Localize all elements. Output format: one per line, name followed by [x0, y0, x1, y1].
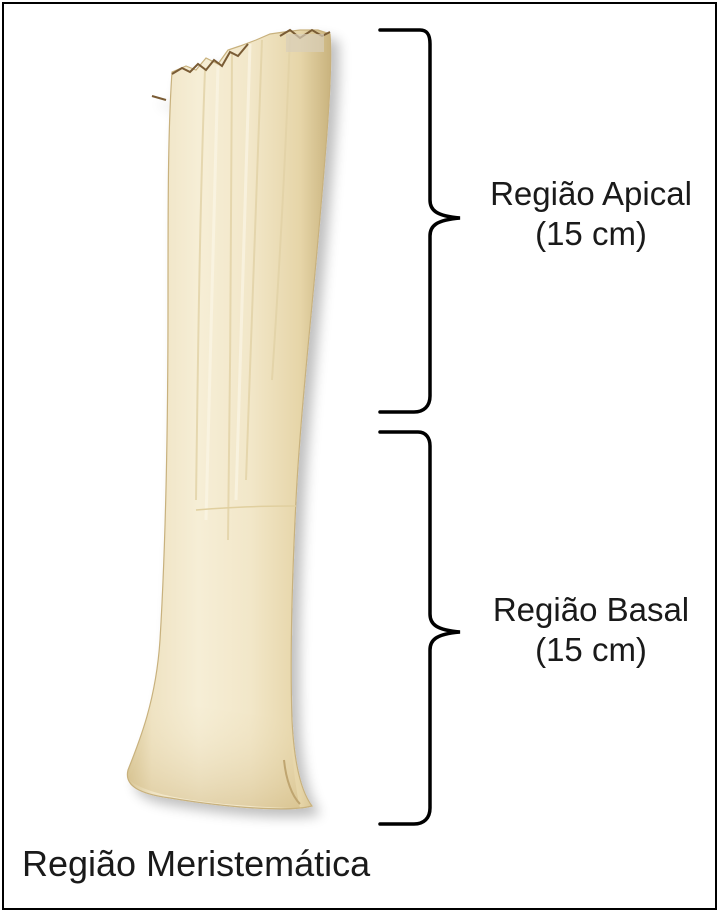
- label-apical-region: Região Apical (15 cm): [466, 174, 716, 255]
- basal-region-name: Região Basal: [466, 590, 716, 630]
- label-meristematic-region: Região Meristemática: [22, 842, 422, 886]
- bracket-basal: [380, 432, 460, 824]
- label-basal-region: Região Basal (15 cm): [466, 590, 716, 671]
- stalk-body: [127, 30, 330, 809]
- bracket-apical: [380, 30, 460, 412]
- basal-region-length: (15 cm): [466, 630, 716, 670]
- apical-region-name: Região Apical: [466, 174, 716, 214]
- apical-region-length: (15 cm): [466, 214, 716, 254]
